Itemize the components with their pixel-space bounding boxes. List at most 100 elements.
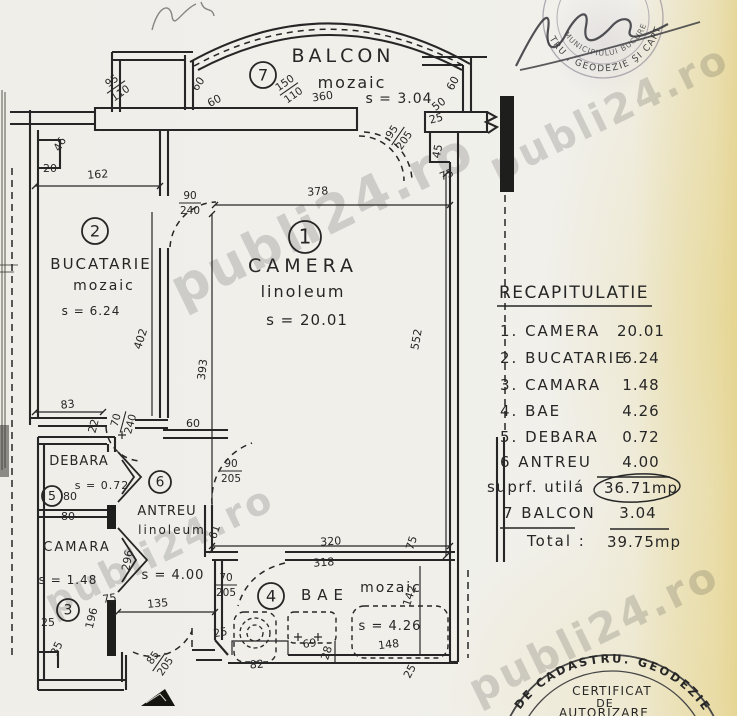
wall xyxy=(197,34,463,71)
dim-tick xyxy=(156,182,164,190)
fraction-bar xyxy=(279,82,299,96)
wall-pier xyxy=(107,505,116,529)
dimension-label: 196 xyxy=(83,606,101,630)
fraction-bar xyxy=(391,126,405,146)
wall-pier xyxy=(500,96,514,192)
dimension-label: 320 xyxy=(320,534,342,548)
recap-title: RECAPITULATIE xyxy=(499,283,649,303)
recap-row-label: 4. BAE xyxy=(500,402,561,420)
wall xyxy=(38,650,60,668)
door-fold-symbol xyxy=(117,527,149,593)
fraction-bar xyxy=(119,411,127,433)
dim-tick xyxy=(99,408,107,416)
entry-triangle xyxy=(141,689,175,706)
room-number-circle xyxy=(41,485,63,507)
room-number-circle xyxy=(257,582,285,610)
fraction-bottom: 240 xyxy=(122,413,139,435)
room-number-circle xyxy=(249,61,277,89)
dim-tick xyxy=(442,170,450,178)
wall xyxy=(189,22,471,65)
wc-bowl-icon xyxy=(246,624,264,642)
scan-mark xyxy=(0,264,18,273)
door-swing-arc xyxy=(105,426,142,462)
stamp2-outer-ring xyxy=(509,654,715,716)
dimension-label: 45 xyxy=(430,143,446,159)
wall-pier xyxy=(107,600,116,656)
door-swing-arc xyxy=(237,562,286,607)
room-number-circle xyxy=(148,470,172,494)
dimension-label: 25 xyxy=(212,625,228,640)
recap-balcon-value: 3.04 xyxy=(619,504,656,522)
dashed-lines xyxy=(11,28,506,658)
wall xyxy=(38,138,62,170)
recap-total-label: Total : xyxy=(526,532,586,550)
door-swing-arc xyxy=(193,28,467,68)
room-area: s = 20.01 xyxy=(266,311,348,329)
room-name: BAE xyxy=(301,586,349,604)
fraction-top: 70 xyxy=(109,412,124,428)
dimension-label: 46 xyxy=(51,135,69,154)
dim-tick xyxy=(211,608,219,616)
dimension-label: 60 xyxy=(186,417,200,430)
room-material: mozaic xyxy=(360,580,422,596)
recap-row-label: 1. CAMERA xyxy=(500,322,600,340)
recap-row-value: 4.26 xyxy=(622,402,659,420)
dim-tick xyxy=(208,210,216,218)
stamp2-line2: DE xyxy=(596,697,613,710)
door-swing-arc xyxy=(363,131,413,181)
door-swing-arc xyxy=(169,201,217,248)
walls xyxy=(10,22,514,692)
room-number: 2 xyxy=(90,221,100,240)
recap-suprf-value: 36.71mp xyxy=(604,479,678,497)
dim-tick xyxy=(114,608,122,616)
dim-tick xyxy=(208,542,216,550)
room-number-circle xyxy=(56,598,80,622)
signature-stroke xyxy=(515,13,669,67)
dim-lines xyxy=(31,170,454,663)
entry-triangle-detail xyxy=(145,693,167,704)
recap-row-label: 3. CAMARA xyxy=(500,376,601,394)
dimension-label: 402 xyxy=(131,327,150,351)
room-number: 6 xyxy=(156,475,165,491)
room-area: s = 0.72 xyxy=(75,479,129,492)
room-name: DEBARA xyxy=(49,454,108,469)
dimension-label: 360 xyxy=(311,89,334,105)
dimension-label: 148 xyxy=(378,637,400,652)
dim-line xyxy=(231,640,289,655)
dim-tick xyxy=(211,201,219,209)
room-area: s = 3.04 xyxy=(365,91,432,107)
dimension-label: 75 xyxy=(438,166,456,183)
fraction-bar xyxy=(152,652,166,672)
wall xyxy=(214,639,229,656)
room-name: BUCATARIE xyxy=(50,255,151,273)
room-number: 1 xyxy=(299,225,312,249)
wall xyxy=(93,106,359,132)
recap-balcon-label: 7 BALCON xyxy=(503,504,596,522)
dimension-label: 83 xyxy=(60,397,75,411)
room-number: 3 xyxy=(64,603,73,619)
wall xyxy=(483,111,500,134)
fraction-top: 90 xyxy=(183,190,196,202)
bathtub-fixture xyxy=(351,605,449,659)
room-name: CAMARA xyxy=(43,540,110,555)
recap-balcon-underline xyxy=(500,527,669,530)
dimension-label: 69 xyxy=(302,636,318,651)
wc-fixture xyxy=(233,611,277,663)
stamp2-line3: AUTORIZARE xyxy=(559,706,649,716)
door-fold-symbol xyxy=(121,459,136,495)
bath-fixtures xyxy=(233,605,449,663)
dimension-label: 61 xyxy=(206,523,223,540)
recap-row-label: 2. BUCATARIE xyxy=(500,349,627,367)
recap-row-label: 5. DEBARA xyxy=(500,428,599,446)
room-material: linoleum xyxy=(138,523,206,537)
dimension-label: 25 xyxy=(41,616,55,629)
